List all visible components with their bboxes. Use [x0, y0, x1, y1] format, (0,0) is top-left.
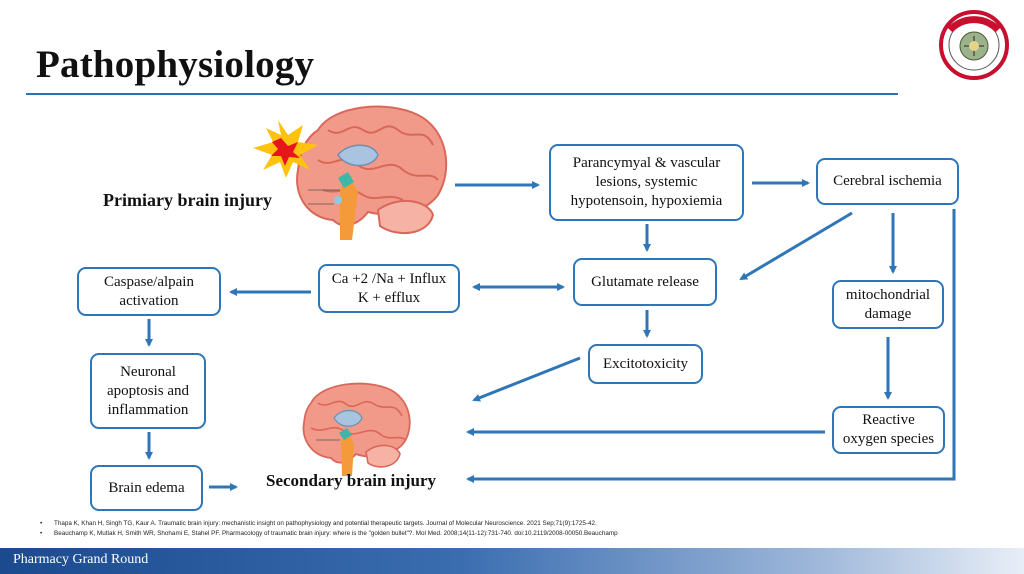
institution-logo	[939, 10, 1009, 80]
title-divider	[26, 93, 898, 95]
box-line: Neuronal	[120, 363, 176, 380]
box-line: Excitotoxicity	[603, 355, 688, 372]
brain-edema-box: Brain edema	[90, 465, 203, 511]
footer-title: Pharmacy Grand Round	[13, 552, 149, 567]
box-line: damage	[864, 305, 912, 322]
footer-bar: Pharmacy Grand Round	[0, 548, 1024, 574]
primary-brain-illustration	[253, 105, 448, 240]
box-line: hypotensoin, hypoxiemia	[570, 193, 723, 209]
reference-text: Thapa K, Khan H, Singh TG, Kaur A. Traum…	[54, 520, 597, 527]
caspase-activation-box: Caspase/alpain activation	[77, 267, 221, 316]
box-line: Glutamate release	[591, 273, 699, 290]
box-line: Reactive	[862, 412, 915, 428]
reference-text: Beauchamp K, Mutlak H, Smith WR, Shohami…	[54, 530, 618, 537]
cerebral-ischemia-box: Cerebral ischemia	[816, 158, 959, 205]
ion-flux-box: Ca +2 /Na + Influx K + efflux	[318, 264, 460, 313]
arrow-ischemia-to-secondary	[466, 209, 956, 483]
parancymyal-lesions-box: Parancymyal & vascular lesions, systemic…	[549, 144, 744, 221]
box-line: Cerebral ischemia	[833, 173, 942, 189]
neuronal-apoptosis-box: Neuronal apoptosis and inflammation	[90, 353, 206, 429]
box-line: Caspase/alpain	[104, 273, 194, 290]
box-line: K + efflux	[357, 289, 421, 306]
glutamate-release-box: Glutamate release	[573, 258, 717, 306]
box-line: oxygen species	[842, 431, 935, 447]
box-line: Brain edema	[108, 479, 185, 496]
slide-title: Pathophysiology	[36, 43, 315, 86]
primary-brain-injury-label: Primiary brain injury	[103, 190, 272, 210]
mitochondrial-damage-box: mitochondrial damage	[832, 280, 944, 329]
arrow-excito-to-secondary	[472, 356, 581, 402]
box-line: Parancymyal & vascular	[572, 155, 721, 171]
arrow-ischemia-to-glutamate	[739, 211, 853, 281]
reference-item: •Thapa K, Khan H, Singh TG, Kaur A. Trau…	[40, 520, 597, 527]
box-line: apoptosis and	[106, 382, 190, 399]
secondary-brain-illustration	[302, 382, 411, 476]
reference-item: •Beauchamp K, Mutlak H, Smith WR, Shoham…	[40, 530, 618, 537]
secondary-brain-injury-label: Secondary brain injury	[266, 471, 437, 490]
box-line: Ca +2 /Na + Influx	[331, 270, 447, 287]
reactive-oxygen-species-box: Reactive oxygen species	[832, 406, 945, 454]
excitotoxicity-box: Excitotoxicity	[588, 344, 703, 384]
box-line: lesions, systemic	[595, 174, 698, 190]
box-line: mitochondrial	[845, 286, 931, 303]
box-line: activation	[119, 292, 179, 309]
box-line: inflammation	[107, 401, 189, 418]
references: •Thapa K, Khan H, Singh TG, Kaur A. Trau…	[40, 519, 618, 539]
